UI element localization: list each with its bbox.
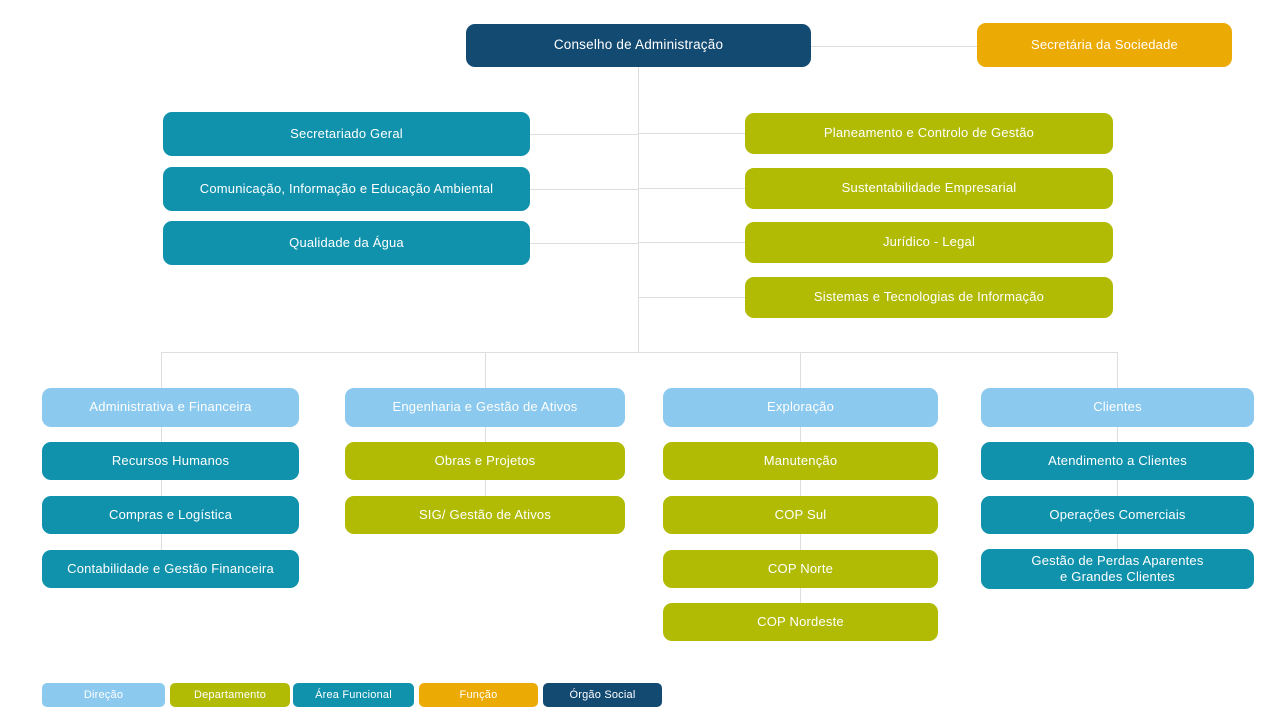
org-node-obras-e-projetos: Obras e Projetos [345,442,625,480]
org-node-planeamento-controlo-gestao: Planeamento e Controlo de Gestão [745,113,1113,154]
org-node-exploracao: Exploração [663,388,938,427]
org-node-administrativa-e-financeira: Administrativa e Financeira [42,388,299,427]
connector-line [530,243,638,244]
connector-line [485,352,486,502]
org-node-juridico-legal: Jurídico - Legal [745,222,1113,263]
org-node-compras-e-logistica: Compras e Logística [42,496,299,534]
legend-item-direcao: Direção [42,683,165,707]
org-node-conselho-de-administracao: Conselho de Administração [466,24,811,67]
org-node-qualidade-da-agua: Qualidade da Água [163,221,530,265]
connector-line [638,297,745,298]
org-node-recursos-humanos: Recursos Humanos [42,442,299,480]
org-node-engenharia-gestao-ativos: Engenharia e Gestão de Ativos [345,388,625,427]
connector-line [811,46,977,47]
org-node-label: Gestão de Perdas Aparentes e Grandes Cli… [1031,552,1204,584]
connector-line [530,189,638,190]
connector-line [638,133,745,134]
connector-line [800,352,801,608]
org-node-clientes: Clientes [981,388,1254,427]
org-node-comunicacao-informacao-educacao-ambiental: Comunicação, Informação e Educação Ambie… [163,167,530,211]
org-node-sistemas-tecnologias-informacao: Sistemas e Tecnologias de Informação [745,277,1113,318]
connector-line [638,188,745,189]
legend-item-funcao: Função [419,683,538,707]
legend-item-orgao-social: Órgão Social [543,683,662,707]
org-node-sig-gestao-de-ativos: SIG/ Gestão de Ativos [345,496,625,534]
org-node-secretariado-geral: Secretariado Geral [163,112,530,156]
connector-line [638,67,639,352]
org-node-sustentabilidade-empresarial: Sustentabilidade Empresarial [745,168,1113,209]
legend-item-area-funcional: Área Funcional [293,683,414,707]
org-node-contabilidade-gestao-financeira: Contabilidade e Gestão Financeira [42,550,299,588]
connector-line [530,134,638,135]
org-node-manutencao: Manutenção [663,442,938,480]
org-node-cop-nordeste: COP Nordeste [663,603,938,641]
org-node-atendimento-a-clientes: Atendimento a Clientes [981,442,1254,480]
org-node-cop-norte: COP Norte [663,550,938,588]
connector-line [638,242,745,243]
legend-item-departamento: Departamento [170,683,290,707]
org-node-operacoes-comerciais: Operações Comerciais [981,496,1254,534]
connector-line [161,352,1118,353]
org-node-gestao-perdas-aparentes-grandes-clientes: Gestão de Perdas Aparentes e Grandes Cli… [981,549,1254,589]
org-node-cop-sul: COP Sul [663,496,938,534]
org-node-secretaria-da-sociedade: Secretária da Sociedade [977,23,1232,67]
